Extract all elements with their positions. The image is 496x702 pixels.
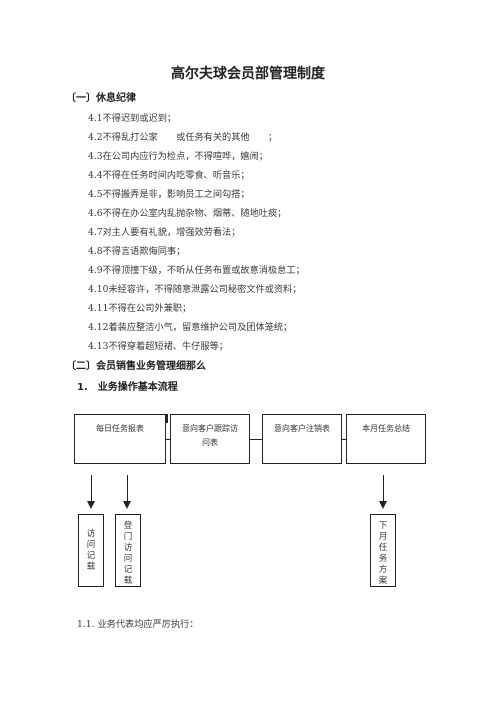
rule-item: 4.1不得迟到或迟到； — [88, 113, 177, 124]
rule-item: 4.11不得在公司外兼职； — [88, 303, 192, 314]
flow-box-visit-record: 访问记载 — [78, 514, 104, 587]
flow-connector — [166, 414, 168, 423]
rule-item: 4.3在公司内应行为检点，不得喧哗，嬉闹； — [88, 151, 268, 162]
flow-box-prospect-cancel: 意向客户注销表 — [262, 414, 342, 464]
flow-connector — [342, 439, 346, 440]
section1-heading: 〔一〕休息纪律 — [66, 93, 136, 104]
rule-item: 4.4不得在任务时间内吃零食、听音乐； — [88, 170, 250, 181]
rule-item: 4.7对主人要有礼貌，增强效劳看法； — [88, 227, 241, 238]
rule-item: 4.9不得顶撞下级，不听从任务布置或故意消极怠工； — [88, 265, 305, 276]
footer-item: 1.1. 业务代表均应严厉执行： — [77, 619, 199, 630]
rule-item: 4.10未经容许，不得随意泄露公司秘密文件或资料； — [88, 284, 302, 295]
rule-item: 4.13不得穿着超短裙、牛仔服等； — [88, 341, 228, 352]
rule-item: 4.8不得言语欺侮同事； — [88, 246, 186, 257]
flow-connector — [166, 439, 170, 440]
flow-box-next-month-plan: 下月任务方案 — [370, 514, 396, 587]
rule-item: 4.6不得在办公室内乱抛杂物、烟蒂、随地吐痰； — [88, 208, 287, 219]
section2-heading: 〔二〕会员销售业务管理细那么 — [66, 361, 206, 372]
flow-box-prospect-tracking: 意向客户跟踪访问表 — [170, 414, 250, 464]
page-title: 高尔夫球会员部管理制度 — [171, 66, 325, 82]
flow-box-daily-report: 每日任务报表 — [74, 414, 166, 464]
flow-box-home-visit-record: 登门访问记载 — [115, 514, 141, 587]
rule-item: 4.2不得乱打公家 或任务有关的其他 ； — [88, 132, 278, 143]
section2-subheading: 1. 业务操作基本流程 — [77, 382, 178, 393]
flow-connector — [250, 439, 262, 440]
flow-box-monthly-summary: 本月任务总结 — [346, 414, 426, 464]
rule-item: 4.12着装应整洁小气，留意维护公司及团体笼统； — [88, 322, 293, 333]
rule-item: 4.5不得搬弄是非，影响员工之间勾搭； — [88, 189, 250, 200]
